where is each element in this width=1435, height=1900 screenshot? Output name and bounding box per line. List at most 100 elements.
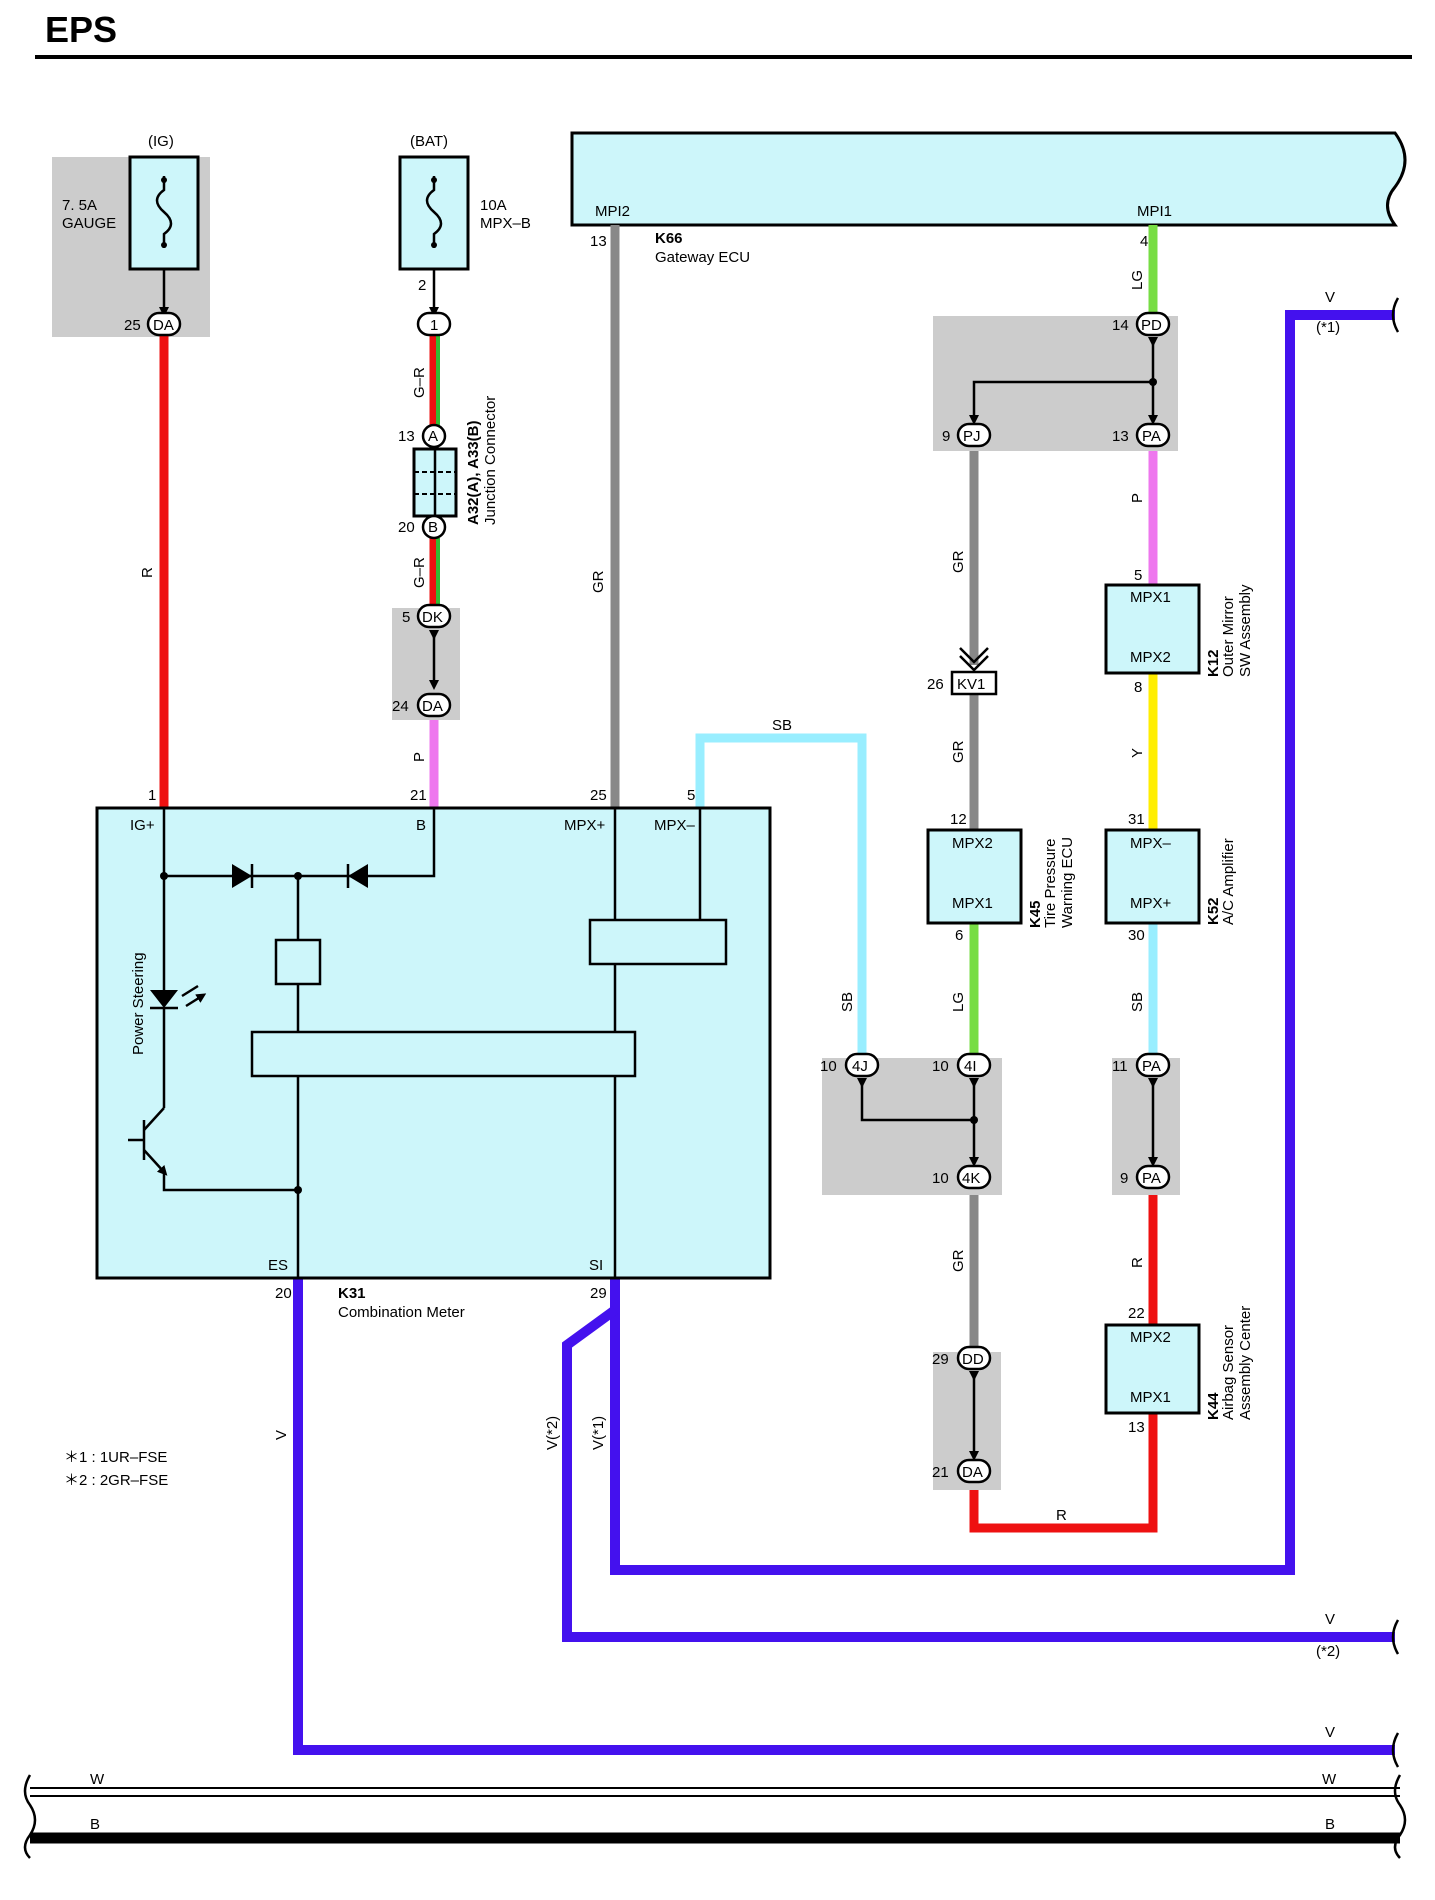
svg-text:14: 14	[1112, 317, 1129, 334]
svg-text:11: 11	[1112, 1058, 1128, 1075]
svg-text:29: 29	[590, 1285, 607, 1302]
svg-text:V(*2): V(*2)	[544, 1416, 561, 1450]
svg-text:MPX–: MPX–	[654, 817, 696, 834]
svg-text:GR: GR	[950, 550, 967, 573]
k52-box	[1104, 828, 1201, 925]
k45-box	[926, 828, 1023, 925]
svg-text:5: 5	[687, 787, 695, 804]
conn-pd: PD 14	[1112, 311, 1171, 337]
svg-text:MPX2: MPX2	[1130, 649, 1171, 666]
svg-text:MPX+: MPX+	[564, 817, 606, 834]
svg-text:22: 22	[1128, 1305, 1145, 1322]
fuse-bat-pin: 2	[418, 277, 426, 294]
svg-text:DA: DA	[153, 317, 174, 334]
conn-da24: DA 24	[392, 692, 452, 718]
svg-text:R: R	[1129, 1257, 1146, 1268]
bus-break-left	[23, 1774, 37, 1859]
conn-bat-1: 1	[416, 311, 452, 337]
svg-text:GR: GR	[590, 570, 607, 593]
svg-text:PJ: PJ	[963, 428, 981, 445]
k31-internal-circuit	[128, 808, 728, 1278]
bus-break-right	[1393, 1774, 1407, 1859]
svg-text:DA: DA	[422, 698, 443, 715]
svg-text:10: 10	[820, 1058, 837, 1075]
power-steering-label: Power Steering	[130, 952, 147, 1055]
svg-text:30: 30	[1128, 927, 1145, 944]
conn-4j: 4J 10	[820, 1052, 880, 1078]
svg-text:9: 9	[942, 428, 950, 445]
svg-text:G–R: G–R	[411, 557, 428, 588]
conn-pa13: PA 13	[1112, 422, 1171, 448]
kv1-chevron	[959, 647, 989, 672]
svg-text:Y: Y	[1129, 748, 1146, 758]
svg-text:V: V	[273, 1430, 290, 1440]
svg-text:1: 1	[430, 317, 438, 334]
gateway-mpi1: MPI1	[1137, 203, 1172, 220]
svg-text:GR: GR	[950, 1249, 967, 1272]
conn-ig-da: DA 25	[124, 311, 182, 337]
svg-text:DK: DK	[422, 609, 443, 626]
svg-text:B: B	[428, 519, 438, 536]
svg-text:MPX2: MPX2	[1130, 1329, 1171, 1346]
svg-text:SB: SB	[1129, 992, 1146, 1012]
svg-text:B: B	[416, 817, 426, 834]
svg-text:P: P	[1129, 493, 1146, 503]
conn-jc-a: A 13	[398, 423, 447, 449]
gateway-pin13: 13	[590, 233, 607, 250]
svg-text:(*1): (*1)	[1316, 319, 1340, 336]
fuse-bat-symbol	[425, 176, 443, 248]
svg-text:R: R	[139, 567, 156, 578]
conn-pa9: PA 9	[1120, 1164, 1171, 1190]
svg-text:V: V	[1325, 1724, 1335, 1741]
conn-4k: 4K 10	[932, 1164, 992, 1190]
fuse-ig-rating: 7. 5A	[62, 197, 97, 214]
conn-dd: DD 29	[932, 1345, 992, 1371]
gateway-code: K66	[655, 230, 683, 247]
conn-jc-b: B 20	[398, 514, 447, 540]
k12-name1: Outer Mirror	[1220, 596, 1237, 677]
svg-text:PA: PA	[1142, 428, 1161, 445]
gateway-name: Gateway ECU	[655, 249, 750, 266]
conn-pj: PJ 9	[942, 422, 992, 448]
conn-dk: DK 5	[402, 603, 452, 629]
svg-text:5: 5	[1134, 567, 1142, 584]
svg-text:MPX–: MPX–	[1130, 835, 1172, 852]
svg-text:W: W	[90, 1771, 105, 1788]
svg-text:(*2): (*2)	[1316, 1643, 1340, 1660]
k45-name1: Tire Pressure	[1042, 839, 1059, 928]
fuse-bat-name: MPX–B	[480, 215, 531, 232]
note-2: ＊2 : 2GR–FSE	[64, 1472, 168, 1489]
k45-code: K45	[1027, 900, 1044, 928]
svg-text:29: 29	[932, 1351, 949, 1368]
k12-name2: SW Assembly	[1237, 584, 1254, 677]
svg-text:LG: LG	[950, 992, 967, 1012]
svg-text:8: 8	[1134, 679, 1142, 696]
k44-name2: Assembly Center	[1237, 1306, 1254, 1420]
svg-text:25: 25	[590, 787, 607, 804]
svg-text:G–R: G–R	[411, 367, 428, 398]
svg-text:PD: PD	[1141, 317, 1162, 334]
svg-text:IG+: IG+	[130, 817, 155, 834]
svg-text:21: 21	[410, 787, 427, 804]
svg-text:DA: DA	[962, 1464, 983, 1481]
svg-text:4I: 4I	[964, 1058, 977, 1075]
wire-v1	[610, 310, 1395, 1575]
svg-text:4K: 4K	[962, 1170, 980, 1187]
svg-text:4J: 4J	[852, 1058, 868, 1075]
svg-text:B: B	[1325, 1816, 1335, 1833]
junction-connector-name: Junction Connector	[482, 396, 499, 525]
wire-r-bottom	[969, 1413, 1158, 1533]
k31-code: K31	[338, 1285, 366, 1302]
svg-text:MPX1: MPX1	[1130, 589, 1171, 606]
svg-text:SI: SI	[589, 1257, 603, 1274]
svg-text:SB: SB	[839, 992, 856, 1012]
wire-v-es	[293, 1278, 1395, 1755]
svg-text:PA: PA	[1142, 1170, 1161, 1187]
k44-name1: Airbag Sensor	[1220, 1325, 1237, 1420]
junction-connector-label: A32(A), A33(B)	[465, 421, 482, 525]
svg-text:21: 21	[932, 1464, 949, 1481]
conn-da21: DA 21	[932, 1458, 992, 1484]
svg-text:MPX1: MPX1	[1130, 1389, 1171, 1406]
k45-name2: Warning ECU	[1059, 837, 1076, 928]
k12-box	[1104, 583, 1201, 675]
